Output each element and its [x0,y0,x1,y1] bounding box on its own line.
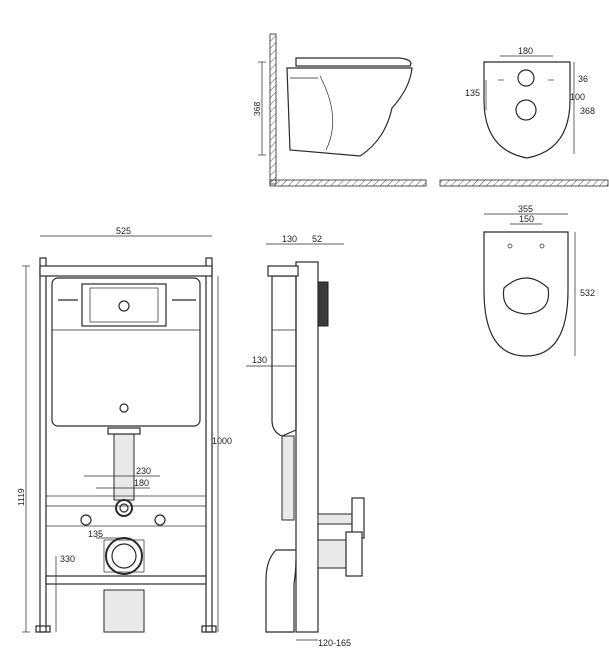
bowl-plan-outline [483,231,569,357]
drain-pipe [103,589,145,633]
dim-frame-230: 230 [136,466,151,476]
dim-side-52: 52 [312,234,322,244]
inlet-hole [515,99,537,121]
bolt-left [80,514,92,526]
frame-left-upright [39,257,47,633]
side-inlet-pipe [317,513,353,525]
flush-button-hole [118,300,130,312]
flush-plate-mount [317,281,329,327]
frame-top-bar [39,265,213,277]
seat-lid [295,57,412,67]
side-frame-plate [295,261,319,633]
dim-frame-inner-height: 1000 [212,436,232,446]
mounting-crossbar [45,495,207,527]
dim-side-130-top: 130 [282,234,297,244]
outlet-hole [517,69,535,87]
waste-elbow [265,549,297,633]
dim-frame-width: 525 [116,226,131,236]
waste-outlet-inner [111,543,137,569]
dim-frame-330: 330 [60,554,75,564]
dim-side-height: 368 [252,102,262,116]
dim-frame-180: 180 [134,478,149,488]
dim-side-130-mid: 130 [252,355,267,365]
toilet-side-view: 368 [252,33,427,187]
cistern-side [271,275,297,437]
toilet-bowl-plan: 355 150 532 [483,204,595,357]
bowl-body [286,67,413,157]
dim-top-left: 135 [465,88,480,98]
floor-hatch [269,179,427,187]
dim-bowl-length: 532 [580,288,595,298]
dim-frame-height: 1119 [16,488,26,506]
inlet-connector [115,499,133,517]
bolt-right [154,514,166,526]
frame-front-view: 525 1119 [16,226,232,633]
dim-side-range: 120-165 [318,638,351,648]
flush-panel [81,283,167,327]
wall-hatch [269,33,277,185]
cistern-outlet [119,403,129,413]
dim-top-offset: 36 [578,74,588,84]
frame-bottom-bar [45,575,207,585]
toilet-top-view: 180 36 100 368 135 [439,46,609,187]
dim-top-depth: 368 [580,106,595,116]
bowl-outline-top [483,61,571,159]
dim-top-width: 180 [518,46,533,56]
wall-hatch-top [439,179,609,187]
dim-frame-135: 135 [88,529,103,539]
frame-side-view: 130 52 130 120-165 [246,234,365,648]
bowl-plan-inner [502,277,550,315]
bowl-curve [319,75,334,151]
dim-bowl-holes: 150 [519,214,534,224]
flush-pipe [113,427,135,501]
dim-top-right: 100 [570,92,585,102]
cistern [51,277,201,427]
dim-bowl-width: 355 [518,204,533,214]
side-flush-pipe [281,435,295,521]
